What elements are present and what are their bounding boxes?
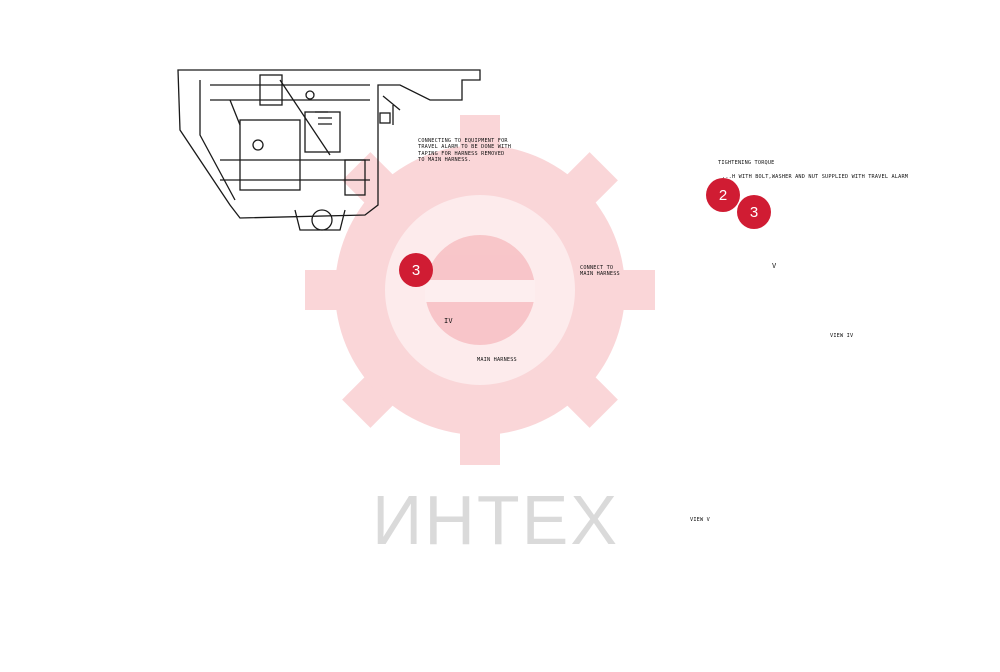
view-iv-caption: VIEW IV (830, 333, 854, 339)
note-main-harness: MAIN HARNESS (477, 357, 517, 363)
view-v-caption: VIEW V (690, 517, 710, 523)
watermark-gear-inner (385, 195, 575, 385)
watermark-text: ИНТЕХ (372, 481, 620, 559)
note-tightening-torque: TIGHTENING TORQUE (718, 160, 775, 166)
arrow-label-iv: IV (444, 317, 453, 325)
top-cab-view (177, 69, 481, 231)
callout-badge-3-main[interactable]: 3 (399, 253, 433, 287)
callout-badge-3-view-v[interactable]: 3 (737, 195, 771, 229)
arrow-label-v: V (772, 262, 777, 270)
note-travel-alarm: CONNECTING TO EQUIPMENT FOR TRAVEL ALARM… (418, 138, 512, 164)
note-bolt-washer: ...H WITH BOLT,WASHER AND NUT SUPPLIED W… (722, 174, 909, 180)
note-connect-to: CONNECT TO MAIN HARNESS (580, 265, 620, 278)
watermark-gear-hub (425, 235, 535, 345)
callout-badge-2-view-v[interactable]: 2 (706, 178, 740, 212)
